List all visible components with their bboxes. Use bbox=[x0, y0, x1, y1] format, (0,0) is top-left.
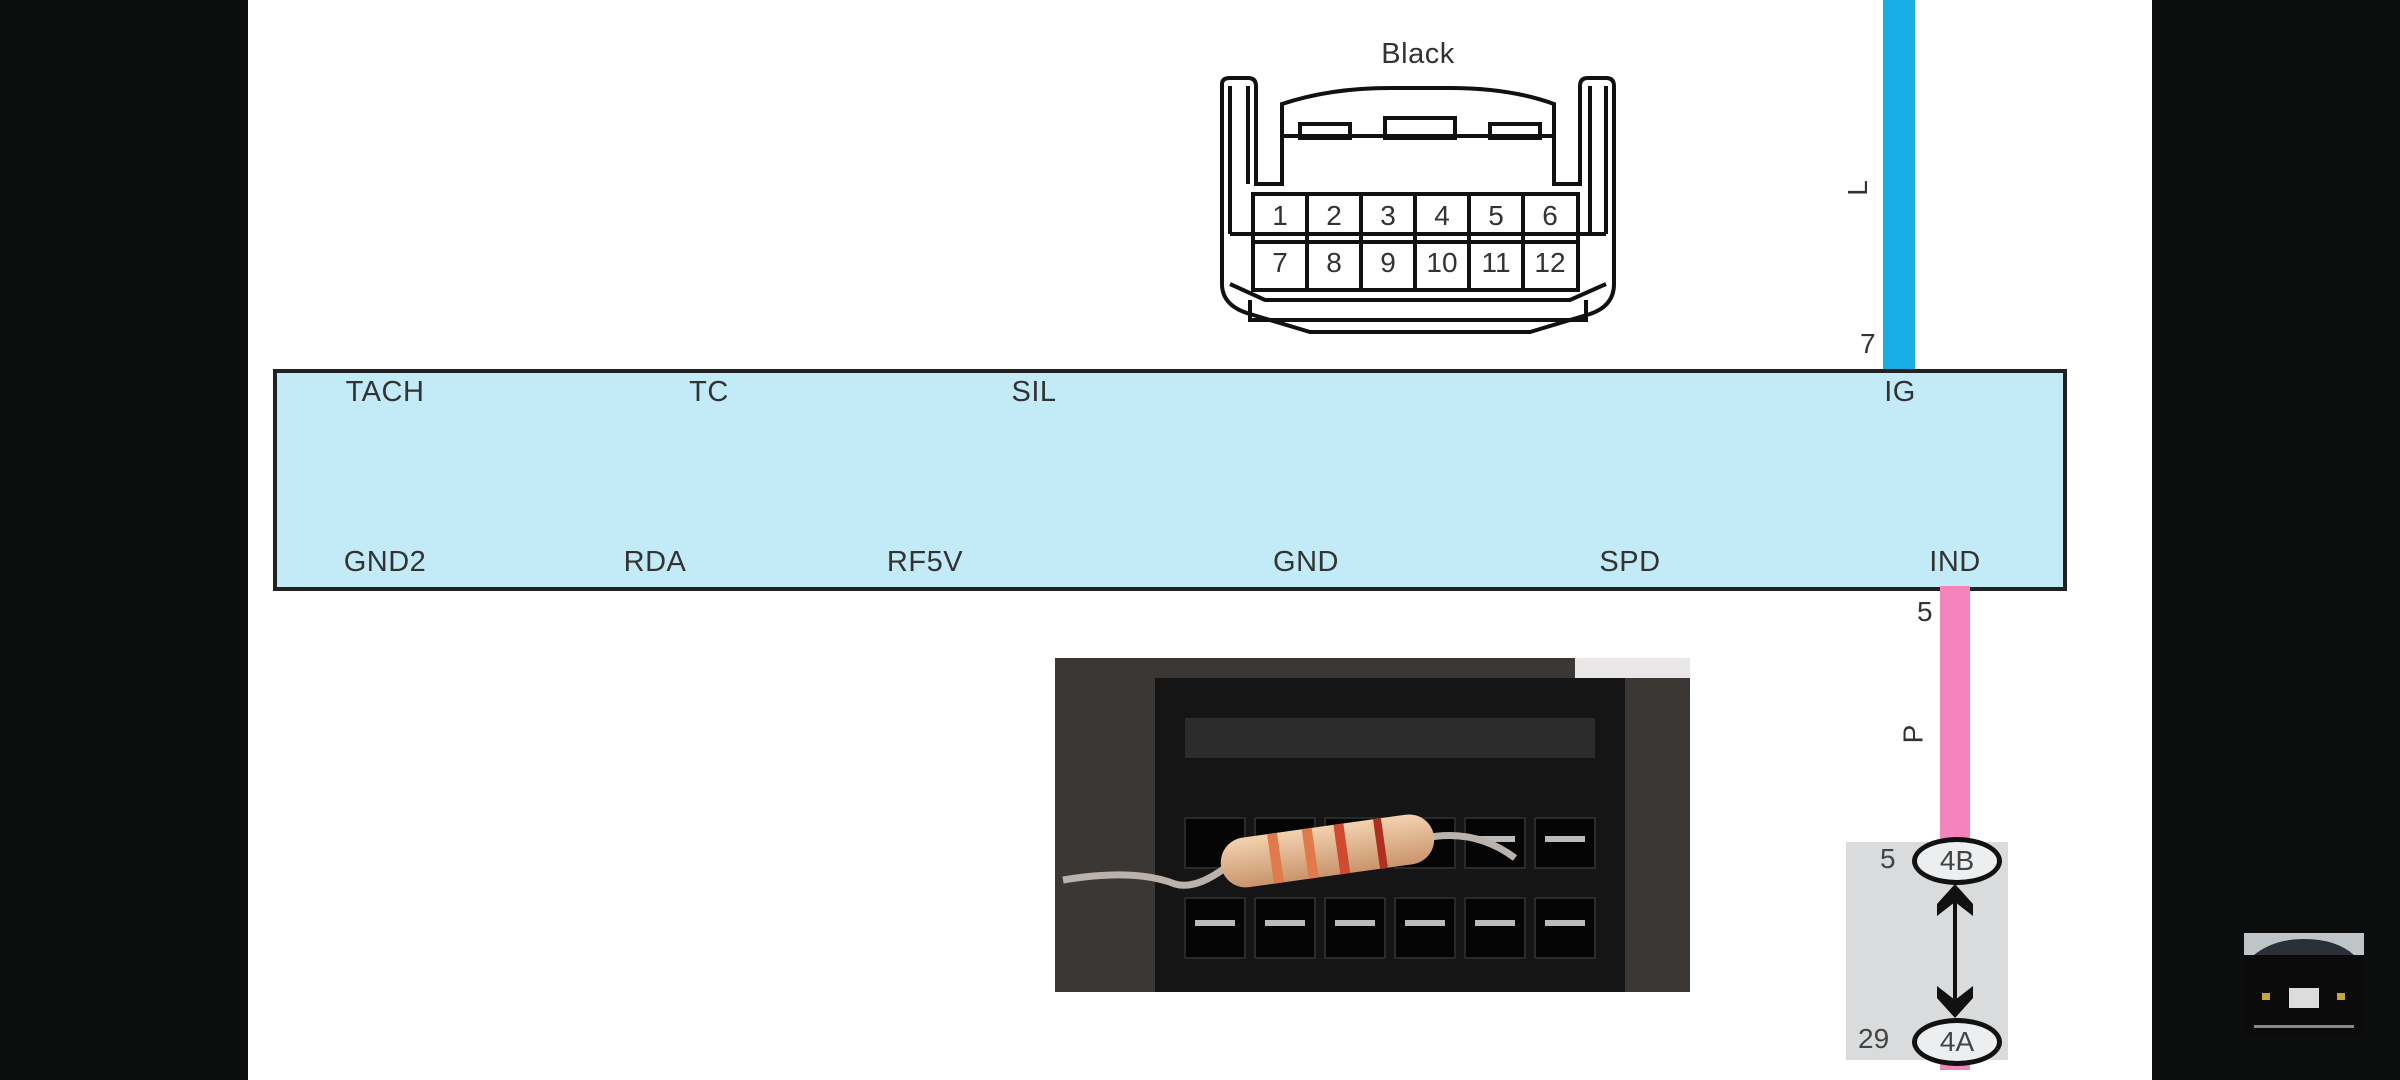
connector-pin-12: 12 bbox=[1534, 247, 1566, 278]
connector-pin-1: 1 bbox=[1272, 200, 1288, 231]
double-arrow-icon bbox=[1937, 884, 1973, 1018]
connector-pin-7: 7 bbox=[1272, 247, 1288, 278]
ig-wire-color-code: L bbox=[1841, 180, 1873, 196]
connector-resistor-photo bbox=[1055, 658, 1690, 992]
ig-pin-number: 7 bbox=[1860, 328, 1876, 359]
terminal-ind: IND bbox=[1929, 546, 1981, 578]
connector-pin-9: 9 bbox=[1380, 247, 1396, 278]
connector-pin-10: 10 bbox=[1426, 247, 1458, 278]
ecu-component-box bbox=[273, 369, 2067, 591]
ind-pin-number: 5 bbox=[1917, 596, 1933, 627]
terminal-sil: SIL bbox=[1011, 376, 1057, 408]
connector-color-label: Black bbox=[1381, 38, 1455, 70]
junction-bottom-pin: 29 bbox=[1858, 1023, 1890, 1054]
connector-face-drawing bbox=[1220, 76, 1616, 334]
terminal-tc: TC bbox=[689, 376, 729, 408]
terminal-gnd2: GND2 bbox=[343, 546, 427, 578]
terminal-ig: IG bbox=[1884, 376, 1916, 408]
connector-pin-5: 5 bbox=[1488, 200, 1504, 231]
terminal-gnd: GND bbox=[1273, 546, 1339, 578]
terminal-rf5v: RF5V bbox=[886, 546, 964, 578]
video-thumbnail-car[interactable] bbox=[2244, 933, 2364, 1035]
connector-pin-11: 11 bbox=[1481, 247, 1511, 278]
ig-wire-blue bbox=[1883, 0, 1915, 371]
connector-pin-3: 3 bbox=[1380, 200, 1396, 231]
terminal-tach: TACH bbox=[345, 376, 425, 408]
junction-bottom-connector: 4A bbox=[1912, 1018, 2002, 1066]
ind-wire-color-code: P bbox=[1897, 724, 1929, 744]
terminal-rda: RDA bbox=[623, 546, 687, 578]
connector-pin-8: 8 bbox=[1326, 247, 1342, 278]
connector-pin-4: 4 bbox=[1434, 200, 1450, 231]
connector-pin-2: 2 bbox=[1326, 200, 1342, 231]
connector-pin-6: 6 bbox=[1542, 200, 1558, 231]
junction-top-connector: 4B bbox=[1912, 837, 2002, 885]
junction-top-pin: 5 bbox=[1880, 843, 1896, 874]
terminal-spd: SPD bbox=[1599, 546, 1661, 578]
